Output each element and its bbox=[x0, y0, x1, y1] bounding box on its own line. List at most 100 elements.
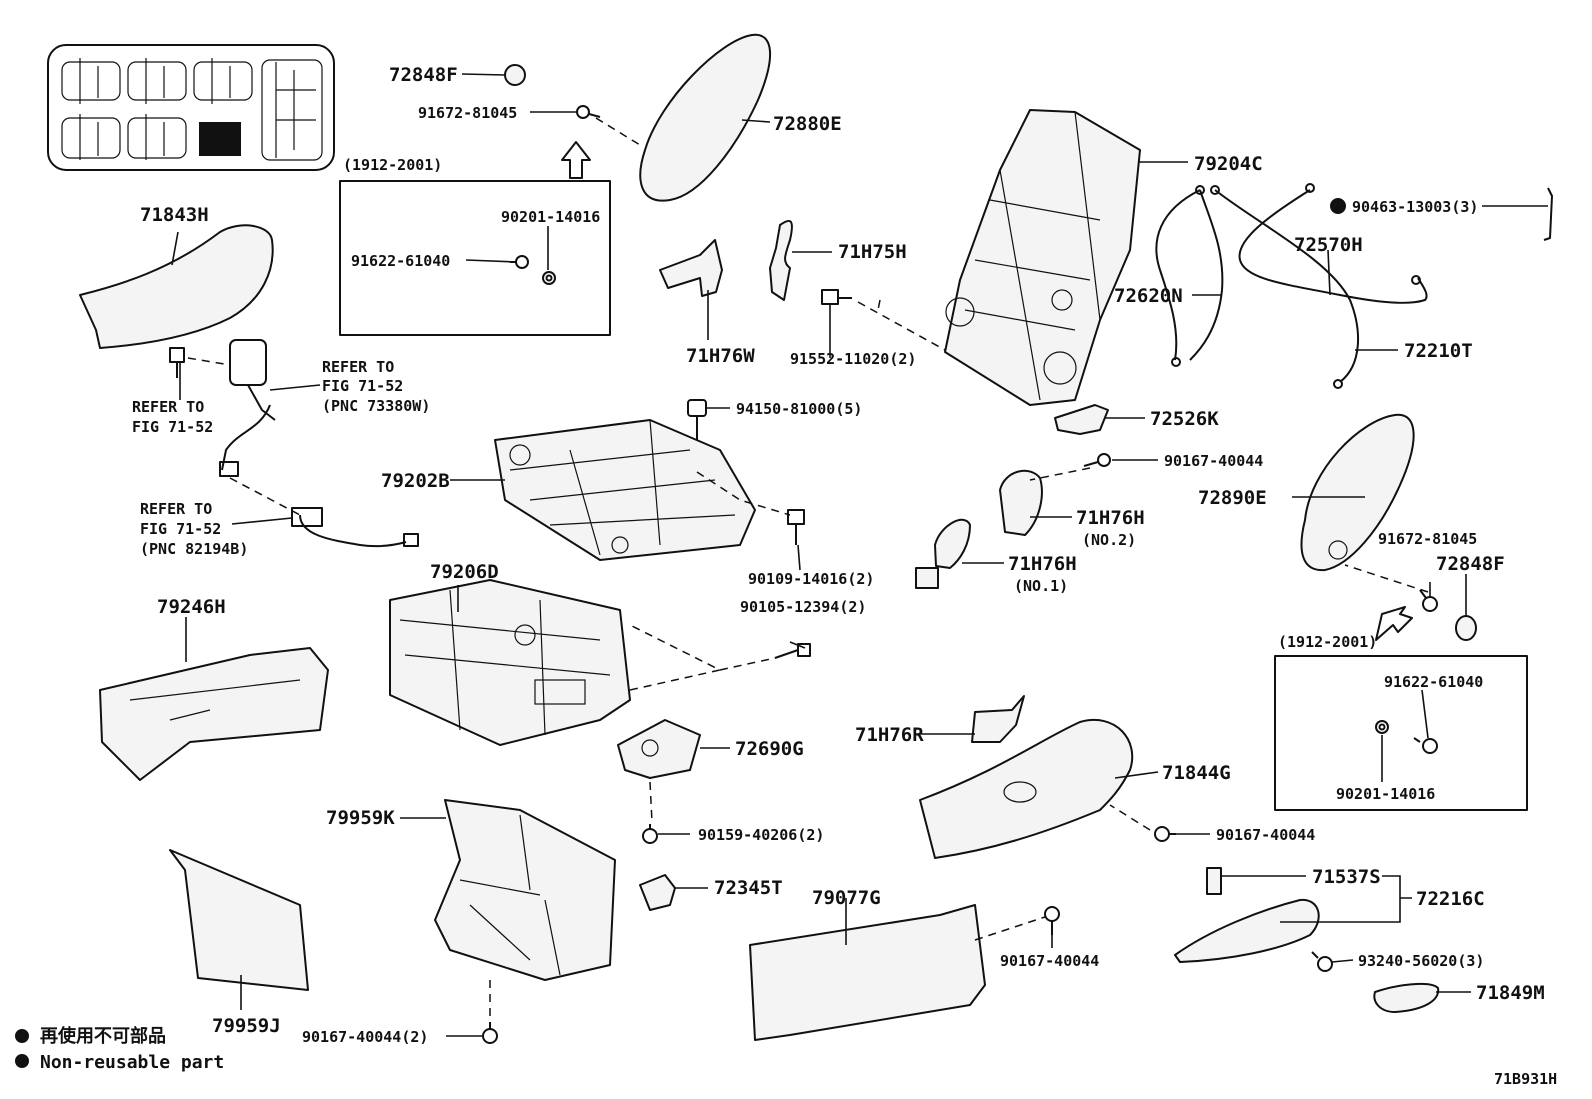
label-71537S: 71537S bbox=[1312, 866, 1381, 888]
part-72890E-shape bbox=[1300, 413, 1415, 572]
cap-hole-72890E bbox=[1328, 540, 1348, 560]
part-79246H-shape bbox=[99, 647, 329, 781]
part-71H75H-shape bbox=[769, 219, 793, 301]
part-79206D-shape bbox=[389, 579, 631, 746]
part-72848F-cap-top bbox=[504, 64, 526, 86]
label-72848F-right: 72848F bbox=[1436, 553, 1505, 575]
nut-90201-left bbox=[542, 271, 556, 285]
cable-72210T bbox=[1210, 185, 1359, 389]
label-71H76H-no1: 71H76H bbox=[1008, 553, 1077, 575]
label-refer-2a: REFER TO bbox=[132, 398, 204, 416]
part-71844G-knob-hole bbox=[1003, 781, 1037, 803]
bolt-91552 bbox=[821, 289, 852, 305]
screw-90159 bbox=[642, 824, 658, 844]
arrow-right-icon bbox=[1375, 606, 1413, 641]
label-91622-61040-left: 91622-61040 bbox=[351, 252, 450, 270]
label-72690G: 72690G bbox=[735, 738, 804, 760]
screw-90167-d bbox=[482, 1022, 498, 1044]
label-90201-14016-right: 90201-14016 bbox=[1336, 785, 1435, 803]
label-79204C: 79204C bbox=[1194, 153, 1263, 175]
nut-90201-right bbox=[1375, 720, 1389, 734]
part-72526K-shape bbox=[1054, 404, 1109, 435]
bolt-90105 bbox=[774, 643, 811, 659]
leader-lines bbox=[171, 73, 1548, 1037]
bolt-left-belt bbox=[169, 347, 185, 378]
label-93240-56020: 93240-56020(3) bbox=[1358, 952, 1484, 970]
label-90167-40044-a: 90167-40044 bbox=[1164, 452, 1263, 470]
label-90109-14016: 90109-14016(2) bbox=[748, 570, 874, 588]
part-72880E-shape bbox=[639, 33, 771, 202]
label-91672-81045-right: 91672-81045 bbox=[1378, 530, 1477, 548]
screw-91622-right bbox=[1413, 737, 1438, 754]
part-72216C-shape bbox=[1174, 898, 1320, 963]
part-79202B-shape bbox=[494, 419, 756, 561]
screw-90167-a bbox=[1083, 453, 1111, 467]
label-91552-11020: 91552-11020(2) bbox=[790, 350, 916, 368]
label-72880E: 72880E bbox=[773, 113, 842, 135]
harness-connector bbox=[291, 507, 419, 548]
cable-72570H bbox=[1238, 183, 1428, 304]
label-94150-81000: 94150-81000(5) bbox=[736, 400, 862, 418]
label-71H76H-no2: 71H76H bbox=[1076, 507, 1145, 529]
label-71844G: 71844G bbox=[1162, 762, 1231, 784]
label-71H76R: 71H76R bbox=[855, 724, 924, 746]
label-range-right: (1912-2001) bbox=[1278, 633, 1377, 651]
part-79246H-detail bbox=[129, 679, 301, 721]
label-refer-1b: FIG 71-52 bbox=[322, 377, 403, 395]
part-79204C-shape bbox=[944, 109, 1141, 406]
label-refer-3a: REFER TO bbox=[140, 500, 212, 518]
label-no1: (NO.1) bbox=[1014, 577, 1068, 595]
part-71843H-shape bbox=[79, 224, 274, 349]
label-72848F-top: 72848F bbox=[389, 64, 458, 86]
seat-locator-inset bbox=[47, 44, 335, 171]
label-refer-2b: FIG 71-52 bbox=[132, 418, 213, 436]
label-90167-40044-b: 90167-40044 bbox=[1216, 826, 1315, 844]
label-90167-40044-d: 90167-40044(2) bbox=[302, 1028, 428, 1046]
screw-93240 bbox=[1311, 951, 1333, 972]
legend: 再使用不可部品 Non-reusable part bbox=[15, 1025, 224, 1073]
label-refer-1a: REFER TO bbox=[322, 358, 394, 376]
label-90167-40044-c: 90167-40044 bbox=[1000, 952, 1099, 970]
cable-72620N bbox=[1155, 185, 1224, 367]
label-range-left: (1912-2001) bbox=[343, 156, 442, 174]
label-91672-81045-top: 91672-81045 bbox=[418, 104, 517, 122]
label-72570H: 72570H bbox=[1294, 234, 1363, 256]
part-71H76R-shape bbox=[971, 695, 1025, 743]
up-arrow-icon bbox=[561, 141, 591, 179]
seat-belt-buckle bbox=[219, 339, 276, 477]
variant-box-left bbox=[339, 180, 611, 336]
label-72620N: 72620N bbox=[1114, 285, 1183, 307]
part-71537S-shape bbox=[1206, 867, 1222, 895]
part-72690G-shape bbox=[617, 719, 701, 779]
legend-line-en: Non-reusable part bbox=[40, 1052, 224, 1073]
label-90159-40206: 90159-40206(2) bbox=[698, 826, 824, 844]
part-71849M-shape bbox=[1373, 982, 1440, 1013]
label-90463-13003: 90463-13003(3) bbox=[1352, 198, 1478, 216]
label-79959J: 79959J bbox=[212, 1015, 281, 1037]
clip-90463 bbox=[1543, 187, 1553, 241]
label-refer-3c: (PNC 82194B) bbox=[140, 540, 248, 558]
bolt-90109 bbox=[787, 509, 805, 545]
variant-box-right bbox=[1274, 655, 1528, 811]
highlighted-seat-position bbox=[199, 122, 241, 156]
dashed-alignment-lines bbox=[187, 117, 1429, 1020]
label-71H76W: 71H76W bbox=[686, 345, 755, 367]
part-79959J-shape bbox=[169, 849, 309, 991]
label-72526K: 72526K bbox=[1150, 408, 1219, 430]
part-71H76W-shape bbox=[659, 239, 723, 297]
label-79077G: 79077G bbox=[812, 887, 881, 909]
screw-91672-top bbox=[576, 105, 601, 119]
label-71849M: 71849M bbox=[1476, 982, 1545, 1004]
label-72216C: 72216C bbox=[1416, 888, 1485, 910]
label-72345T: 72345T bbox=[714, 877, 783, 899]
label-79246H: 79246H bbox=[157, 596, 226, 618]
part-71H76H-no2-shape bbox=[999, 469, 1043, 536]
figure-id: 71B931H bbox=[1494, 1070, 1557, 1088]
label-90105-12394: 90105-12394(2) bbox=[740, 598, 866, 616]
label-91622-61040-right: 91622-61040 bbox=[1384, 673, 1483, 691]
label-refer-1c: (PNC 73380W) bbox=[322, 397, 430, 415]
non-reusable-marker-90463 bbox=[1330, 198, 1346, 214]
legend-bullet-icon-2 bbox=[15, 1054, 29, 1068]
part-71844G-shape bbox=[919, 719, 1134, 859]
